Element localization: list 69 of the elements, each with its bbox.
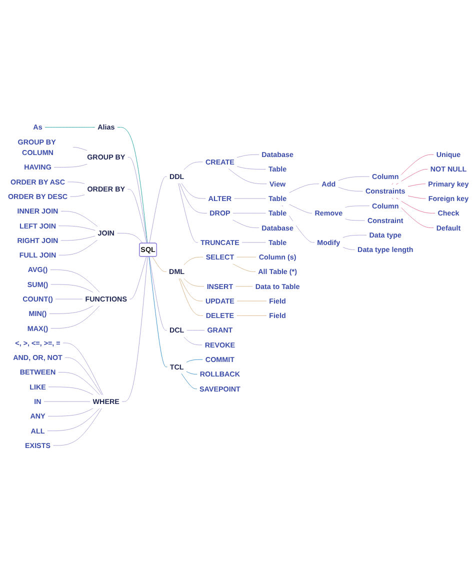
connector — [127, 189, 147, 244]
connector — [396, 169, 428, 185]
connector — [236, 166, 266, 170]
connector — [48, 408, 94, 417]
connector — [128, 157, 148, 244]
connector — [52, 408, 102, 446]
connector — [236, 256, 256, 258]
connector — [338, 176, 370, 181]
connector — [236, 300, 267, 302]
connector — [344, 206, 370, 208]
connector — [342, 235, 367, 238]
connector — [186, 371, 198, 375]
connector — [184, 278, 204, 287]
connector — [184, 336, 202, 346]
connector — [62, 342, 104, 396]
connector — [186, 330, 205, 331]
connector — [288, 204, 312, 214]
connector — [396, 198, 436, 214]
connector — [149, 176, 168, 244]
connector — [54, 164, 88, 168]
connector — [44, 127, 96, 128]
connector — [178, 278, 204, 316]
connector — [60, 211, 98, 227]
connector — [58, 372, 100, 396]
connector — [408, 196, 426, 199]
connector — [47, 408, 100, 432]
connector — [58, 226, 96, 231]
connector — [338, 187, 364, 192]
connector — [236, 154, 260, 158]
connector — [116, 233, 143, 244]
connector — [344, 218, 366, 221]
connector — [49, 306, 94, 314]
connector — [48, 386, 94, 396]
connector — [232, 264, 256, 272]
connector — [72, 147, 88, 151]
connector — [60, 236, 96, 241]
connector — [408, 184, 426, 187]
connector — [234, 198, 266, 199]
connector — [148, 256, 168, 368]
connector — [235, 286, 253, 287]
connector — [58, 240, 98, 256]
connector — [64, 358, 102, 396]
connector — [232, 220, 260, 228]
connector — [50, 270, 100, 293]
connector — [55, 298, 83, 300]
connector — [70, 194, 85, 197]
connector — [122, 256, 148, 402]
connector — [184, 256, 204, 266]
connector — [181, 183, 206, 199]
connector — [117, 127, 148, 244]
connector — [152, 256, 167, 272]
connector — [129, 256, 147, 300]
connector — [242, 242, 266, 243]
connector — [50, 284, 94, 293]
connector — [44, 401, 90, 402]
connector — [180, 278, 204, 302]
connector — [67, 182, 85, 184]
connector — [179, 183, 208, 214]
connector — [50, 306, 100, 329]
connector — [232, 213, 266, 214]
connector — [288, 184, 320, 194]
connector — [282, 205, 315, 243]
connector — [181, 373, 198, 390]
connector — [228, 168, 268, 184]
connector — [184, 162, 204, 170]
connector — [178, 183, 198, 243]
connector — [186, 359, 204, 363]
connector — [342, 247, 356, 250]
connector — [149, 256, 168, 331]
